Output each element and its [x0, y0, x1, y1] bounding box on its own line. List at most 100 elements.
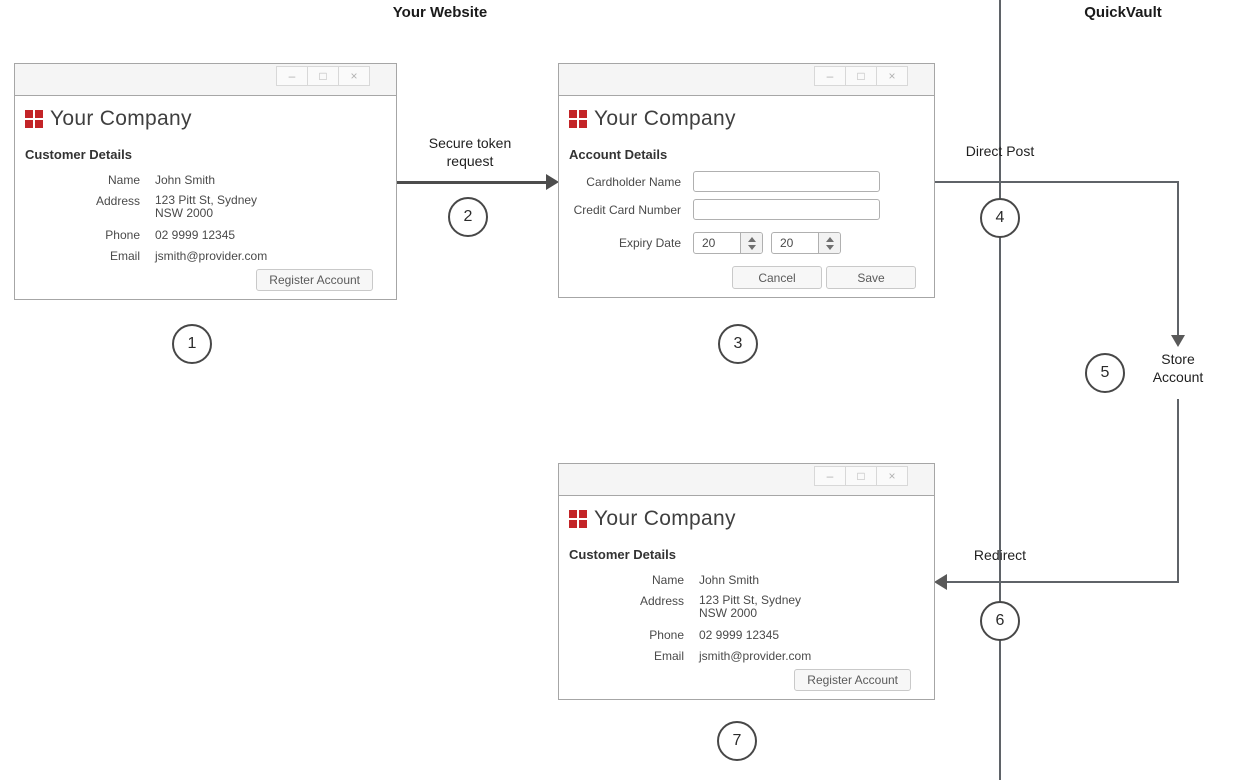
- spinner-updown-icon[interactable]: [741, 233, 762, 253]
- cardholder-name-input[interactable]: [693, 171, 880, 192]
- flow-line-direct-post-vertical: [1177, 181, 1179, 336]
- address-line-1: 123 Pitt St, Sydney: [699, 593, 802, 608]
- flow-label-secure-token-request: Secure token request: [428, 135, 512, 169]
- address-line-1: 123 Pitt St, Sydney: [155, 193, 258, 208]
- detail-row-name: Name John Smith: [559, 573, 934, 587]
- window-body: Your Company Customer Details Name John …: [15, 96, 396, 299]
- flow-line-redirect-horizontal: [946, 581, 1179, 583]
- company-logo-icon: [25, 110, 43, 128]
- company-title: Your Company: [594, 507, 736, 530]
- field-label: Cardholder Name: [586, 174, 681, 189]
- step-badge-6: 6: [980, 601, 1020, 641]
- register-account-button[interactable]: Register Account: [256, 269, 373, 291]
- customer-details-list: Name John Smith Address 123 Pitt St, Syd…: [15, 173, 396, 263]
- spinner-updown-icon[interactable]: [819, 233, 840, 253]
- form-row-card-number: Credit Card Number: [559, 199, 934, 220]
- flow-label-direct-post: Direct Post: [965, 143, 1035, 159]
- customer-details-list: Name John Smith Address 123 Pitt St, Syd…: [559, 573, 934, 663]
- arrowhead-right-icon: [546, 174, 559, 190]
- detail-row-email: Email jsmith@provider.com: [559, 649, 934, 663]
- detail-row-name: Name John Smith: [15, 173, 396, 187]
- field-value: John Smith: [155, 173, 216, 187]
- spinner-value: 20: [772, 233, 819, 253]
- lane-title-quickvault: QuickVault: [1084, 4, 1162, 21]
- field-label: Name: [107, 173, 140, 187]
- window-body: Your Company Customer Details Name John …: [559, 496, 934, 699]
- field-value: 123 Pitt St, Sydney NSW 2000: [155, 193, 258, 221]
- detail-row-email: Email jsmith@provider.com: [15, 249, 396, 263]
- maximize-icon[interactable]: □: [845, 466, 877, 486]
- flow-line-secure-token: [397, 181, 548, 184]
- window-titlebar: – □ ×: [15, 64, 396, 96]
- company-title: Your Company: [594, 107, 736, 130]
- customer-details-window-2: – □ × Your Company Customer Details Name…: [558, 463, 935, 700]
- flow-line-direct-post-horizontal: [935, 181, 1179, 183]
- expiry-month-spinner[interactable]: 20: [693, 232, 763, 254]
- field-label: Expiry Date: [618, 236, 681, 250]
- field-label: Phone: [649, 627, 684, 642]
- step-badge-5: 5: [1085, 353, 1125, 393]
- expiry-year-spinner[interactable]: 20: [771, 232, 841, 254]
- detail-row-phone: Phone 02 9999 12345: [15, 228, 396, 242]
- cancel-button[interactable]: Cancel: [732, 266, 822, 289]
- address-line-2: NSW 2000: [699, 606, 758, 621]
- step-badge-3: 3: [718, 324, 758, 364]
- step-badge-4: 4: [980, 198, 1020, 238]
- spinner-value: 20: [694, 233, 741, 253]
- form-row-expiry-date: Expiry Date 20 20: [559, 232, 934, 254]
- account-details-window: – □ × Your Company Account Details Cardh…: [558, 63, 935, 298]
- section-heading: Customer Details: [25, 147, 132, 162]
- window-controls: – □ ×: [814, 66, 908, 86]
- flow-label-redirect: Redirect: [973, 547, 1027, 563]
- company-logo-icon: [569, 510, 587, 528]
- address-line-2: NSW 2000: [155, 206, 214, 221]
- minimize-icon[interactable]: –: [814, 466, 846, 486]
- flow-line-store-account-vertical: [1177, 399, 1179, 583]
- window-controls: – □ ×: [276, 66, 370, 86]
- dialog-buttons: Cancel Save: [732, 266, 916, 289]
- maximize-icon[interactable]: □: [845, 66, 877, 86]
- minimize-icon[interactable]: –: [814, 66, 846, 86]
- field-label: Address: [639, 594, 684, 609]
- detail-row-phone: Phone 02 9999 12345: [559, 628, 934, 642]
- field-label: Email: [653, 648, 684, 663]
- lane-title-your-website: Your Website: [392, 4, 488, 21]
- field-value: 02 9999 12345: [699, 627, 780, 642]
- field-value: 02 9999 12345: [155, 227, 236, 242]
- section-heading: Account Details: [569, 147, 668, 162]
- minimize-icon[interactable]: –: [276, 66, 308, 86]
- maximize-icon[interactable]: □: [307, 66, 339, 86]
- window-titlebar: – □ ×: [559, 64, 934, 96]
- close-icon[interactable]: ×: [876, 466, 908, 486]
- field-label: Address: [95, 194, 140, 209]
- field-label: Phone: [105, 227, 140, 242]
- detail-row-address: Address 123 Pitt St, Sydney NSW 2000: [15, 193, 396, 221]
- customer-details-window-1: – □ × Your Company Customer Details Name…: [14, 63, 397, 300]
- window-titlebar: – □ ×: [559, 464, 934, 496]
- step-badge-7: 7: [717, 721, 757, 761]
- arrowhead-down-icon: [1171, 335, 1185, 347]
- company-logo-icon: [569, 110, 587, 128]
- field-label: Name: [651, 573, 684, 587]
- field-value: jsmith@provider.com: [699, 648, 812, 663]
- step-badge-2: 2: [448, 197, 488, 237]
- quickvault-lifeline: [999, 0, 1001, 780]
- field-value: jsmith@provider.com: [155, 248, 268, 263]
- company-title: Your Company: [50, 107, 192, 130]
- form-row-cardholder-name: Cardholder Name: [559, 171, 934, 192]
- field-value: 123 Pitt St, Sydney NSW 2000: [699, 593, 802, 621]
- flow-label-store-account: Store Account: [1152, 351, 1204, 385]
- window-controls: – □ ×: [814, 466, 908, 486]
- field-value: John Smith: [699, 573, 760, 587]
- step-badge-1: 1: [172, 324, 212, 364]
- window-body: Your Company Account Details Cardholder …: [559, 96, 934, 297]
- save-button[interactable]: Save: [826, 266, 916, 289]
- credit-card-number-input[interactable]: [693, 199, 880, 220]
- section-heading: Customer Details: [569, 547, 676, 562]
- close-icon[interactable]: ×: [338, 66, 370, 86]
- detail-row-address: Address 123 Pitt St, Sydney NSW 2000: [559, 593, 934, 621]
- close-icon[interactable]: ×: [876, 66, 908, 86]
- arrowhead-left-icon: [934, 574, 947, 590]
- register-account-button[interactable]: Register Account: [794, 669, 911, 691]
- field-label: Credit Card Number: [573, 202, 681, 217]
